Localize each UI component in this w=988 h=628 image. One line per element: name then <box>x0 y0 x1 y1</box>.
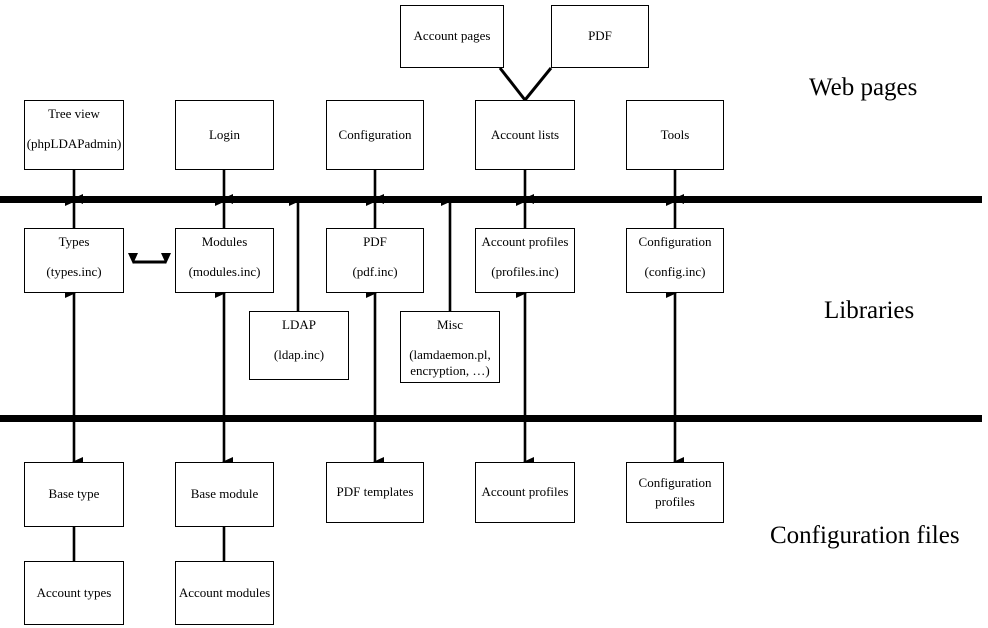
node-account-profiles-library[interactable]: Account profiles (profiles.inc) <box>475 228 575 293</box>
node-misc[interactable]: Misc (lamdaemon.pl, encryption, …) <box>400 311 500 383</box>
zone-label-web-pages: Web pages <box>809 74 918 101</box>
node-account-modules[interactable]: Account modules <box>175 561 274 625</box>
node-label: Configuration <box>338 126 412 142</box>
node-sublabel: (config.inc) <box>644 264 706 280</box>
node-sublabel: (profiles.inc) <box>491 264 559 280</box>
basetype-to-accounttype-links <box>72 527 226 561</box>
node-account-profiles-file[interactable]: Account profiles <box>475 462 575 523</box>
node-sublabel: (phpLDAPadmin) <box>26 136 122 152</box>
node-modules[interactable]: Modules (modules.inc) <box>175 228 274 293</box>
node-pdf-library[interactable]: PDF (pdf.inc) <box>326 228 424 293</box>
node-tools[interactable]: Tools <box>626 100 724 170</box>
node-sublabel: (modules.inc) <box>188 264 261 280</box>
node-configuration-library[interactable]: Configuration (config.inc) <box>626 228 724 293</box>
lower-separator-bar <box>0 415 982 422</box>
node-label: PDF <box>363 234 387 249</box>
converge-lines <box>498 67 553 101</box>
zone-label-configuration-files: Configuration files <box>770 522 960 549</box>
node-account-pages[interactable]: Account pages <box>400 5 504 68</box>
node-label: Configuration <box>638 475 712 491</box>
node-label: LDAP <box>282 317 316 332</box>
node-pdf-templates[interactable]: PDF templates <box>326 462 424 523</box>
node-configuration-profiles[interactable]: Configuration profiles <box>626 462 724 523</box>
node-label: Base type <box>48 486 100 502</box>
node-label: Login <box>208 126 241 142</box>
zone-label-libraries: Libraries <box>824 297 915 324</box>
node-sublabel: (ldap.inc) <box>273 347 325 363</box>
webpage-to-bar-arrows <box>72 170 684 204</box>
node-sublabel: (lamdaemon.pl, <box>409 347 491 363</box>
node-sublabel-2: encryption, …) <box>410 362 490 378</box>
library-to-bar-arrows <box>65 196 677 228</box>
upper-separator-bar <box>0 196 982 203</box>
node-label: Tools <box>660 126 690 142</box>
node-label: Configuration <box>638 234 712 249</box>
node-label: PDF templates <box>336 484 414 500</box>
node-label: Account pages <box>413 28 491 44</box>
node-base-type[interactable]: Base type <box>24 462 124 527</box>
node-label: Account lists <box>490 126 560 142</box>
node-label: Tree view <box>48 106 100 121</box>
node-sublabel: (types.inc) <box>46 264 102 280</box>
node-label: Types <box>58 234 90 249</box>
node-login[interactable]: Login <box>175 100 274 170</box>
node-label: Modules <box>201 234 248 249</box>
node-tree-view[interactable]: Tree view (phpLDAPadmin) <box>24 100 124 170</box>
node-label: Account profiles <box>481 234 569 249</box>
node-sublabel: profiles <box>655 493 695 509</box>
bar-to-configfile-arrows <box>72 418 684 467</box>
node-label: Misc <box>437 317 463 332</box>
library-internal-arrows <box>65 288 677 420</box>
node-label: PDF <box>588 28 612 44</box>
node-base-module[interactable]: Base module <box>175 462 274 527</box>
node-configuration-page[interactable]: Configuration <box>326 100 424 170</box>
node-label: Base module <box>190 486 259 502</box>
node-types[interactable]: Types (types.inc) <box>24 228 124 293</box>
node-ldap[interactable]: LDAP (ldap.inc) <box>249 311 349 380</box>
node-sublabel: (pdf.inc) <box>352 264 398 280</box>
node-account-lists[interactable]: Account lists <box>475 100 575 170</box>
node-label: Account modules <box>178 584 271 600</box>
node-pdf-top[interactable]: PDF <box>551 5 649 68</box>
node-account-types[interactable]: Account types <box>24 561 124 625</box>
node-label: Account profiles <box>481 484 569 500</box>
node-label: Account types <box>36 584 112 600</box>
